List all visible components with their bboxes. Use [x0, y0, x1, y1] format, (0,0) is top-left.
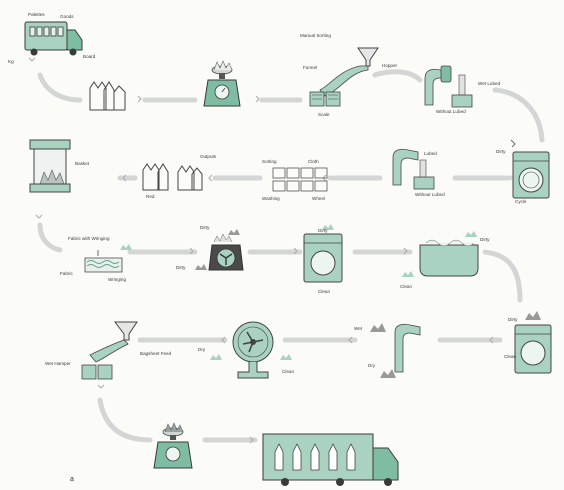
wringing-basin-icon	[84, 250, 123, 273]
press-machine-icon	[29, 139, 71, 193]
flow-line	[492, 87, 545, 143]
label-cycle: Cycle	[515, 199, 527, 204]
chevron-left-icon	[122, 174, 127, 182]
label-without-lubed: Without Lubed	[436, 109, 466, 114]
fabric-pile	[380, 369, 396, 378]
pipe-icon	[394, 323, 421, 373]
label-sorting: Sorting	[262, 159, 277, 164]
washing-machine-icon	[514, 324, 552, 374]
label-kg: Kg	[8, 59, 14, 64]
label-fabric: Fabric	[60, 271, 73, 276]
delivery-truck-icon	[262, 433, 399, 486]
flow-line	[37, 72, 83, 103]
label-lubed: Lubed	[424, 151, 437, 156]
label-funnel: Funnel	[303, 65, 318, 70]
label-dirty: Dirty	[176, 265, 186, 270]
fabric-pile	[195, 264, 207, 270]
label-hopper: Hopper	[382, 63, 398, 68]
label-pallets: Palettes	[28, 12, 45, 17]
chevron-right-icon	[403, 247, 408, 255]
fabric-pile	[120, 244, 132, 250]
label-dirty: Dirty	[318, 228, 328, 233]
fabric-piles	[120, 224, 541, 378]
chevron-right-icon	[255, 95, 260, 103]
label-wet-hamper: Wet Hamper	[45, 361, 71, 366]
label-fabric-wringing: Fabric with Wringing	[68, 236, 110, 241]
label-basket: Basket	[75, 161, 90, 166]
chevron-right-icon	[293, 247, 298, 255]
label-board: Board	[83, 54, 96, 59]
chevron-right-icon	[137, 95, 142, 103]
hopper-conveyor-icon	[309, 47, 379, 107]
fabric-pile	[210, 354, 222, 360]
chevron-left-icon	[489, 336, 494, 344]
label-red: Red	[146, 194, 155, 199]
sorting-bins-icon	[272, 167, 328, 192]
chevron-down-icon	[35, 214, 43, 219]
garments-icon	[142, 163, 203, 191]
chevron-left-icon	[208, 174, 213, 182]
lubrication-tank-icon	[424, 65, 473, 108]
fabric-pile	[465, 231, 477, 237]
label-wet: Wet	[354, 326, 363, 331]
washing-machine-icon	[303, 233, 343, 283]
flow-chevrons	[28, 57, 494, 444]
fabric-pile	[280, 354, 292, 360]
rinse-tub-icon	[419, 239, 479, 277]
footnote: a	[70, 476, 74, 483]
label-goods: Goods	[60, 14, 74, 19]
flow-line	[372, 69, 423, 83]
flow-line	[97, 397, 153, 443]
delivery-truck-icon	[24, 21, 83, 56]
label-bagsheet-feed: Bagsheet Feed	[140, 351, 172, 356]
chevron-down-icon	[28, 57, 36, 62]
label-dirty: Dirty	[480, 237, 490, 242]
label-manual-sorting: Manual Sorting	[300, 33, 331, 38]
weighing-scale-icon	[203, 60, 241, 107]
flow-line	[37, 222, 63, 253]
weighing-scale-icon	[153, 422, 193, 469]
label-dirty: Dirty	[508, 317, 518, 322]
label-wheel: Wheel	[312, 196, 326, 201]
label-dry: Dry	[198, 347, 206, 352]
label-clean: Clean	[318, 289, 331, 294]
label-wringing: Wringing	[108, 277, 127, 282]
label-clean: Clean	[282, 369, 295, 374]
chevron-right-icon	[249, 436, 254, 444]
label-dirty: Dirty	[496, 149, 506, 154]
chevron-down-icon	[97, 384, 105, 389]
fabric-pile	[370, 323, 386, 332]
label-dirty: Dirty	[200, 225, 210, 230]
label-without-lubed: Without Lubed	[415, 192, 445, 197]
hopper-conveyor-icon	[81, 321, 138, 380]
label-washing: Washing	[262, 196, 280, 201]
label-outputs: Outputs	[200, 154, 217, 159]
chevron-left-icon	[348, 336, 353, 344]
garments-icon	[89, 81, 126, 111]
flow-line	[482, 249, 523, 303]
fabric-pile	[402, 271, 414, 277]
chevron-right-icon	[189, 247, 194, 255]
spin-drum-icon	[208, 233, 244, 271]
flow-lines	[37, 69, 545, 443]
chevron-left-icon	[221, 336, 226, 344]
drying-fan-icon	[232, 321, 274, 379]
label-scale: Scale	[318, 112, 330, 117]
label-clean: Clean	[400, 284, 413, 289]
fabric-pile	[525, 311, 541, 320]
label-dry: Dry	[368, 363, 376, 368]
label-clean: Clean	[504, 354, 517, 359]
fabric-pile	[322, 224, 334, 230]
label-wet-lubed: Wet Lubed	[478, 81, 501, 86]
lubrication-tank-icon	[392, 148, 435, 190]
washing-machine-icon	[510, 139, 550, 199]
fabric-pile	[228, 229, 240, 235]
label-cloth: Cloth	[308, 159, 319, 164]
